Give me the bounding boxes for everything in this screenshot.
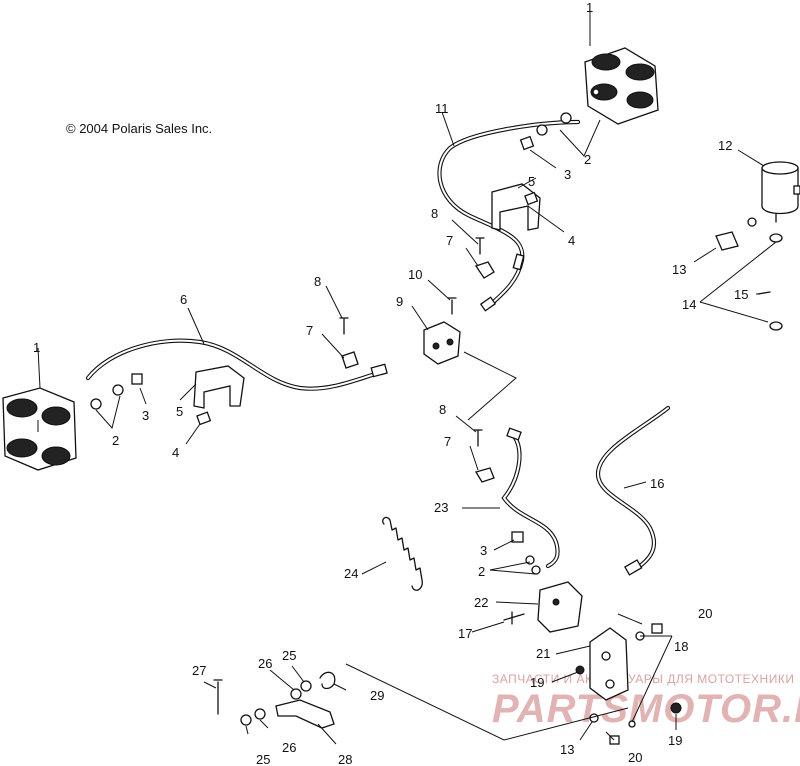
brake-line-middle [501,427,560,569]
callout-2-top: 2 [584,152,591,167]
bushing-25-top [300,680,312,692]
clip-7-left [341,351,359,369]
caliper-left [2,387,77,471]
callout-7-top: 7 [446,233,453,248]
guide-line-linkage [345,663,629,741]
callout-22: 22 [474,595,488,610]
callout-3-top: 3 [564,167,571,182]
callout-1-top: 1 [586,0,593,15]
callout-16: 16 [650,476,664,491]
callout-7-left: 7 [306,323,313,338]
bolt-3-middle [511,531,524,543]
brake-line-left [85,338,388,391]
grommet-14-top [769,233,783,243]
guide-line-junction [463,351,517,421]
callout-14: 14 [682,297,696,312]
washer-2-middle [525,555,541,575]
callout-8-middle: 8 [439,402,446,417]
caliper-top-right [584,47,659,125]
washer-2-left [90,384,124,410]
callout-5-top: 5 [528,174,535,189]
clamp-bracket-top [491,183,541,231]
grommet-14-bottom [769,321,783,331]
callout-15: 15 [734,287,748,302]
callout-3-left: 3 [142,408,149,423]
junction-block [423,321,461,365]
callout-25-bottom: 25 [256,752,270,766]
washer-2-top [536,112,572,136]
reservoir [761,161,800,223]
callout-29: 29 [370,688,384,703]
callout-13-bottom: 13 [560,742,574,757]
bolt-10 [447,297,457,315]
bolt-4-top [524,191,539,206]
callout-5-left: 5 [176,404,183,419]
callout-24: 24 [344,566,358,581]
master-cylinder [537,581,583,633]
pin-8-top [475,237,485,255]
clip-29 [319,671,336,690]
callout-17: 17 [458,626,472,641]
callout-11: 11 [435,101,449,116]
fitting-13-top [715,231,739,251]
callout-18: 18 [674,639,688,654]
callout-3-middle: 3 [480,543,487,558]
callout-13-top: 13 [672,262,686,277]
callout-20-top: 20 [698,606,712,621]
callout-4-top: 4 [568,233,575,248]
watermark: ЗАПЧАСТИ И АКСЕССУАРЫ ДЛЯ МОТОТЕХНИКИ PA… [492,672,800,731]
callout-25-top: 25 [282,648,296,663]
callout-26-bottom: 26 [282,740,296,755]
callout-2-left: 2 [112,433,119,448]
callout-19-right: 19 [668,733,682,748]
callout-20-bottom: 20 [628,750,642,765]
callout-2-middle: 2 [478,564,485,579]
callout-4-left: 4 [172,445,179,460]
callout-7-middle: 7 [444,434,451,449]
pedal-link-28 [275,699,335,729]
bolt-17 [503,611,525,625]
callout-8-left: 8 [314,274,321,289]
callout-26-top: 26 [258,656,272,671]
watermark-brand: PARTSMOTOR.RU [492,687,800,731]
callout-9: 9 [396,294,403,309]
bolt-4-left [196,411,212,426]
callout-6: 6 [180,292,187,307]
clamp-bracket-left [193,365,245,409]
copyright-text: © 2004 Polaris Sales Inc. [66,121,212,136]
callout-27: 27 [192,663,206,678]
callout-28: 28 [338,752,352,766]
nut-19-right [670,702,682,714]
callout-12: 12 [718,138,732,153]
washer-26-top [290,688,302,700]
bolt-3-top [519,135,535,151]
pin-27 [213,679,223,715]
return-spring [382,516,423,591]
bolt-3-left [131,373,143,385]
pin-8-middle [473,429,483,447]
mount-bracket [589,627,629,701]
washer-13-top [747,217,757,227]
pin-8-left [339,317,349,335]
bolt-20-bottom [609,735,620,745]
clip-7-top [474,261,495,279]
callout-numbers: 1 1 2 2 2 3 3 3 4 4 5 5 6 7 7 7 8 8 8 9 … [33,0,748,766]
bolt-20-top [651,623,663,634]
bushing-25-bottom [240,714,252,726]
brake-line-upper [437,119,581,312]
callout-8-top: 8 [431,206,438,221]
washer-26-bottom [254,708,266,720]
callout-23: 23 [434,500,448,515]
clip-7-middle [475,467,495,483]
brake-cable [595,405,671,576]
callout-1-left: 1 [33,340,40,355]
callout-10: 10 [408,267,422,282]
watermark-tagline: ЗАПЧАСТИ И АКСЕССУАРЫ ДЛЯ МОТОТЕХНИКИ [492,672,794,686]
callout-19-left: 19 [530,675,544,690]
leader-lines [37,12,777,745]
callout-21: 21 [536,646,550,661]
